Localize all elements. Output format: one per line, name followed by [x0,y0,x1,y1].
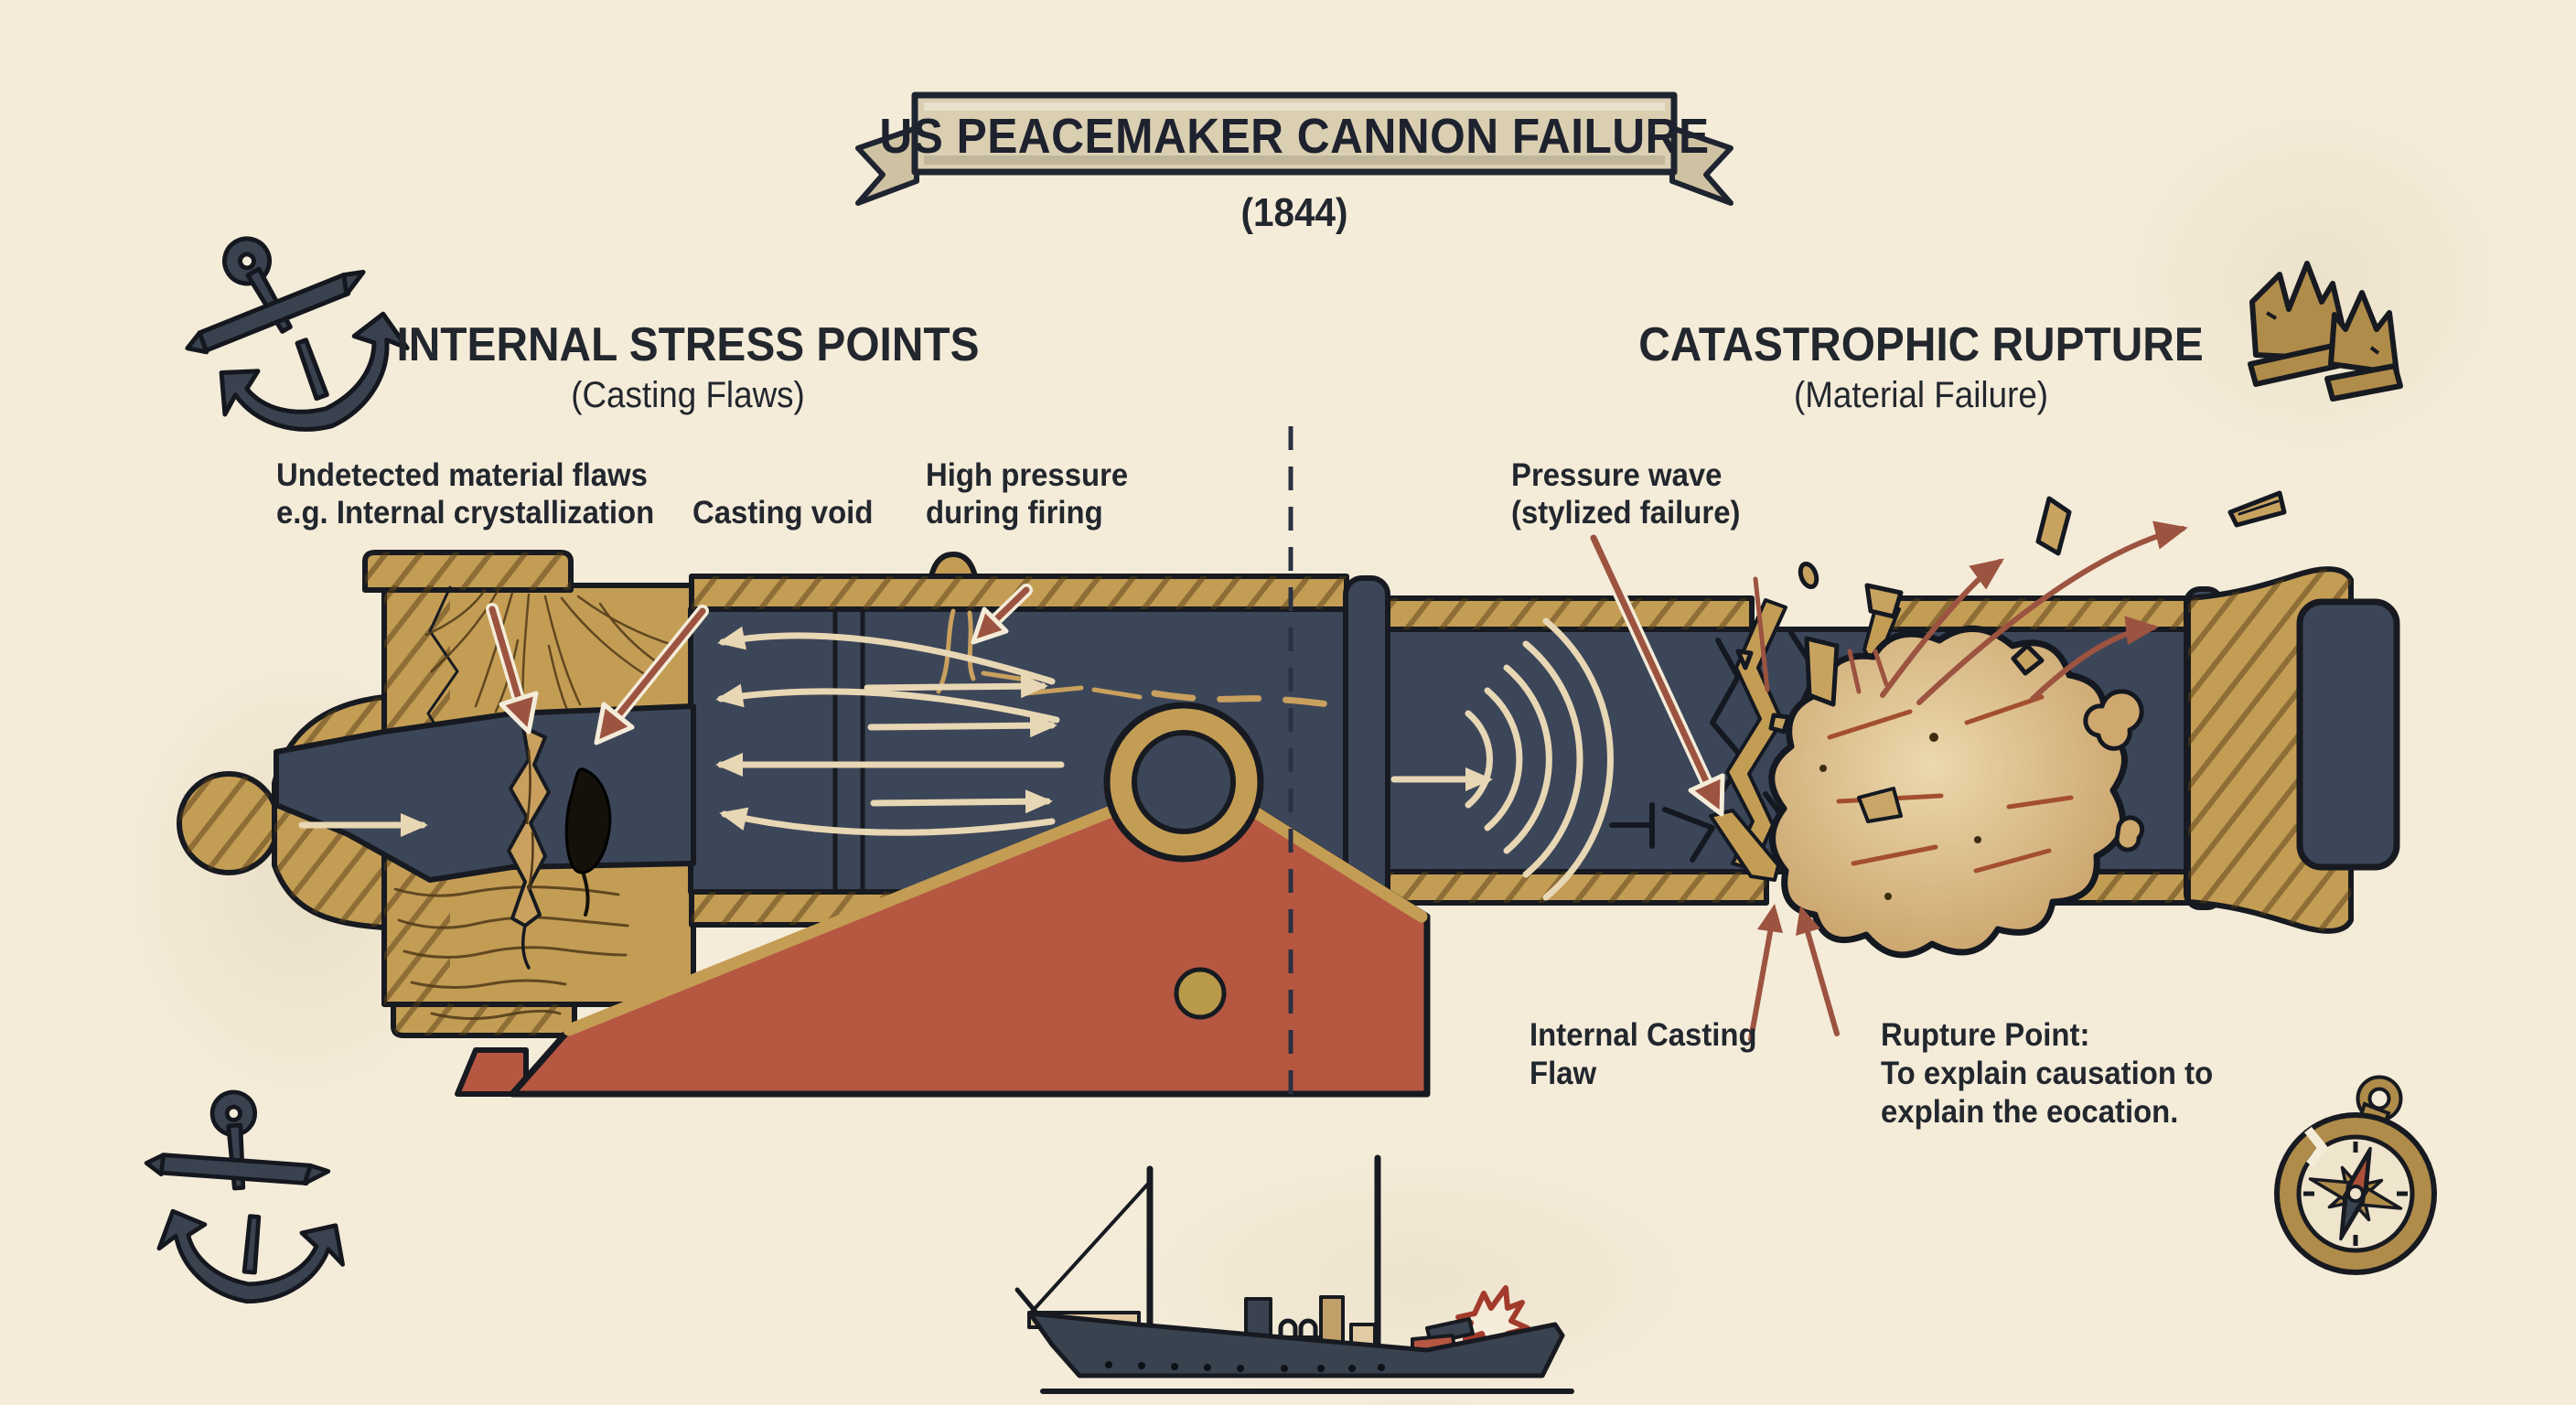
explosion-motion-lines [1753,576,1889,694]
label-internal-flaw-line2: Flaw [1530,1056,1597,1091]
label-pressure-wave-line2: (stylized failure) [1511,495,1741,531]
label-material-flaws-line1: Undetected material flaws [276,457,648,493]
banner-year: (1844) [1240,190,1348,235]
cannon-diagram [177,490,2400,1098]
banner-title: US PEACEMAKER CANNON FAILURE [879,109,1710,164]
label-internal-flaw-line1: Internal Casting [1530,1017,1757,1053]
casting-flaw-crack [507,725,551,970]
steamship-icon [1014,1154,1574,1394]
annotation-arrows [486,531,1840,1042]
label-rupture-point-line2: To explain causation to [1881,1056,2214,1091]
pressure-arrows [298,626,1493,837]
pressure-wave-arcs [1465,617,1614,901]
gun-carriage [455,791,1431,1098]
label-casting-void: Casting void [692,495,874,531]
casting-void-blob [564,767,612,917]
label-pressure-wave-line1: Pressure wave [1511,457,1723,493]
broken-anchor-icon-top-left [150,197,437,488]
right-section-heading: CATASTROPHIC RUPTURE [1638,318,2204,371]
bore-dashed-crack [1151,690,1332,708]
label-high-pressure-line2: during firing [926,495,1103,531]
label-rupture-point-line1: Rupture Point: [1881,1017,2090,1053]
left-section-heading: INTERNAL STRESS POINTS [396,318,980,371]
debris-arrows [1880,520,2188,705]
carriage-bolt [1174,967,1227,1020]
label-rupture-point-line3: explain the eocation. [1881,1094,2179,1130]
trunnion [1103,702,1264,863]
cracked-compass-icon [2274,1075,2437,1275]
broken-crown-icon [2248,261,2403,402]
label-high-pressure-line1: High pressure [926,457,1129,493]
left-section-subheading: (Casting Flaws) [571,375,805,415]
title-ribbon [855,91,1733,206]
label-material-flaws-line2: e.g. Internal crystallization [276,495,655,531]
muzzle [2185,566,2400,934]
explosion-cloud [1768,626,2145,959]
right-section-subheading: (Material Failure) [1793,375,2049,415]
broken-anchor-icon-bottom-left [142,1092,351,1322]
torn-barrel-edges [1709,598,1905,882]
